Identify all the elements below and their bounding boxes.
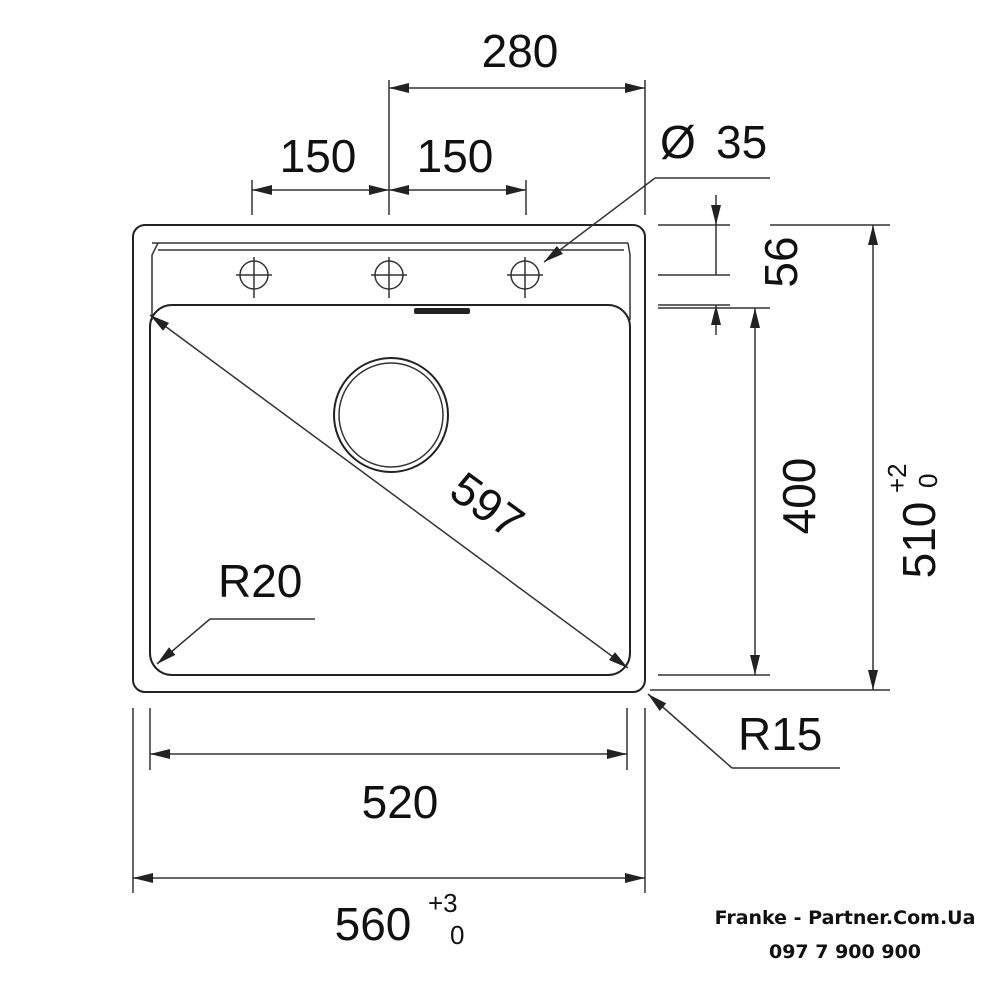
phone-number: 097 7 900 900 bbox=[769, 941, 921, 963]
dimension-r20-label: R20 bbox=[218, 555, 302, 607]
dimension-hole-spacing: 150 150 bbox=[251, 130, 527, 215]
drain-inner bbox=[338, 362, 444, 468]
dimension-510-label: 510 bbox=[893, 502, 945, 579]
overflow-slot bbox=[414, 308, 470, 314]
dimension-150-left-label: 150 bbox=[280, 130, 357, 182]
dimension-280: 280 bbox=[388, 25, 646, 215]
tap-hole-left bbox=[236, 257, 272, 298]
dimension-400: 400 bbox=[658, 307, 825, 676]
sink-outer-edge bbox=[132, 224, 646, 693]
footer-branding: Franke - Partner.Com.Ua 097 7 900 900 bbox=[715, 907, 976, 963]
tap-hole-center bbox=[371, 257, 407, 298]
dimension-520-label: 520 bbox=[362, 776, 439, 828]
dimension-560-label: 560 bbox=[335, 898, 412, 950]
dimension-r20: R20 bbox=[156, 555, 315, 665]
dimension-597: 597 bbox=[149, 314, 629, 669]
diameter-symbol: Ø bbox=[660, 116, 696, 168]
brand-line: Franke - Partner.Com.Ua bbox=[715, 907, 976, 929]
dimension-560: 560 +3 0 bbox=[132, 708, 646, 950]
dimension-r15-label: R15 bbox=[738, 708, 822, 760]
dimension-280-label: 280 bbox=[482, 25, 559, 77]
dimension-r15: R15 bbox=[647, 693, 840, 769]
dimension-510-tol-plus: +2 bbox=[882, 463, 912, 493]
dimension-56-label: 56 bbox=[755, 236, 807, 287]
dimension-510: 510 +2 0 bbox=[650, 224, 945, 691]
dimension-560-tol-plus: +3 bbox=[428, 888, 458, 918]
hole-diameter-label: 35 bbox=[716, 116, 767, 168]
drain-outer bbox=[333, 357, 449, 473]
dimension-510-tol-minus: 0 bbox=[913, 474, 943, 488]
dimension-400-label: 400 bbox=[773, 458, 825, 535]
tap-hole-right bbox=[507, 257, 543, 298]
dimension-56: 56 bbox=[658, 195, 807, 335]
tap-deck-outline bbox=[151, 242, 631, 320]
dimension-150-right-label: 150 bbox=[417, 130, 494, 182]
dimension-560-tol-minus: 0 bbox=[450, 920, 464, 950]
dimension-520: 520 bbox=[149, 708, 628, 828]
dimension-hole-diameter: Ø 35 bbox=[543, 116, 770, 263]
dimension-597-label: 597 bbox=[441, 461, 534, 548]
